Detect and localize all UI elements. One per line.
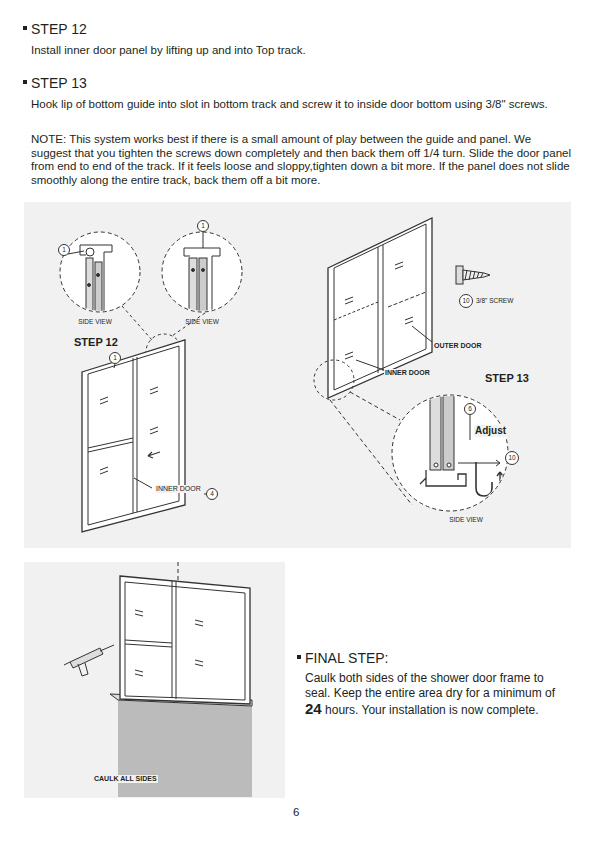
part-label: SIDE VIEW	[185, 318, 219, 325]
part-label: Adjust	[474, 425, 507, 437]
part-label: INNER DOOR	[155, 485, 202, 493]
callout-number: 4	[210, 490, 214, 497]
final-step-text: Caulk both sides of the shower door fram…	[305, 671, 571, 718]
caulk-illustration	[24, 562, 285, 798]
illustration-panel: SIDE VIEWSIDE VIEW11STEP 121INNER DOOR41…	[24, 202, 571, 548]
callout-number: 1	[201, 222, 205, 229]
part-label: STEP 12	[73, 336, 119, 349]
instruction-text: Install inner door panel by lifting up a…	[31, 44, 571, 58]
emphasis-number: 24	[305, 700, 322, 717]
callout-number: 1	[62, 246, 66, 253]
part-label: SIDE VIEW	[78, 318, 112, 325]
instruction-text: Hook lip of bottom guide into slot in bo…	[31, 98, 571, 112]
callout-number: 1	[113, 354, 117, 361]
step-heading: FINAL STEP:	[305, 650, 389, 666]
note-text: NOTE: This system works best if there is…	[31, 133, 571, 187]
part-label: CAULK ALL SIDES	[93, 775, 158, 783]
callout-number: 6	[468, 405, 472, 412]
part-label: 3/8" SCREW	[475, 297, 514, 304]
final-step-text: Caulk both sides of the shower door fram…	[305, 671, 555, 700]
callout-number: 10	[508, 454, 515, 461]
step-heading: STEP 13	[31, 75, 87, 91]
part-label: INNER DOOR	[384, 369, 431, 377]
part-label: OUTER DOOR	[433, 342, 482, 350]
illustration-panel: CAULK ALL SIDES	[24, 562, 285, 798]
page-number: 6	[293, 806, 299, 819]
callout-number: 10	[462, 297, 469, 304]
final-step-text: hours. Your installation is now complete…	[325, 703, 538, 717]
step-heading: STEP 12	[31, 21, 87, 37]
part-label: SIDE VIEW	[449, 516, 483, 523]
part-label: STEP 13	[484, 372, 530, 385]
